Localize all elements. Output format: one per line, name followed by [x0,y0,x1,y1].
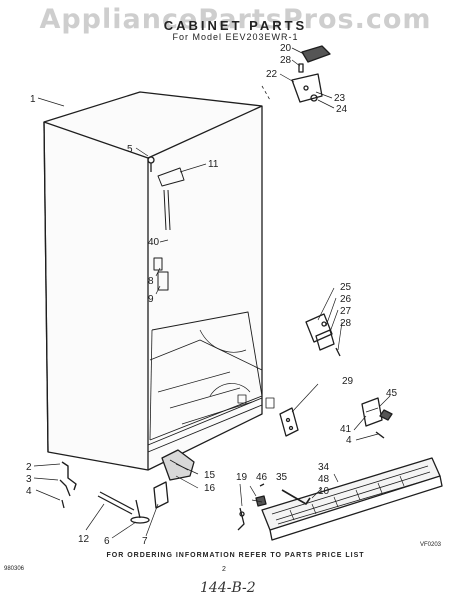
callout-25: 25 [340,282,352,293]
callout-3: 3 [26,474,32,485]
bracket-41-assembly [361,397,393,439]
callout-12: 12 [78,534,90,545]
callout-26: 26 [340,294,352,305]
callout-11: 11 [208,159,219,170]
small-hardware [237,483,311,531]
toe-grille [261,457,443,541]
callout-27: 27 [340,306,352,317]
callout-24: 24 [336,104,348,115]
watermark: AppliancePartsPros.com [39,4,432,35]
callout-40: 40 [148,237,160,248]
callout-10: 10 [318,486,330,497]
callout-16: 16 [204,483,216,494]
callout-1: 1 [30,94,36,105]
callout-20: 20 [280,43,292,54]
callout-46: 46 [256,472,268,483]
document-code: 980306 [4,566,25,572]
screw-5-part [147,156,155,172]
callout-22: 22 [266,69,278,80]
callout-19: 19 [236,472,248,483]
figure-code: VF0203 [420,542,442,548]
callout-4-left: 4 [26,486,32,497]
callout-7: 7 [142,536,148,547]
callout-34: 34 [318,462,330,473]
callout-labels: 1 5 11 20 28 22 23 24 40 8 9 25 26 27 28… [26,43,398,547]
cabinet-shell [43,91,275,471]
ordering-note: FOR ORDERING INFORMATION REFER TO PARTS … [106,552,365,559]
callout-45: 45 [386,388,398,399]
callout-9: 9 [148,294,154,305]
callout-28-top: 28 [280,55,292,66]
inner-brackets [153,167,185,291]
callout-8: 8 [148,276,154,287]
callout-48: 48 [318,474,330,485]
callout-29: 29 [342,376,354,387]
leader-lines [33,47,391,539]
callout-28-mid: 28 [340,318,352,329]
callout-4-right: 4 [346,435,352,446]
callout-5: 5 [127,144,133,155]
callout-23: 23 [334,93,346,104]
page-number: 2 [222,566,226,573]
callout-35: 35 [276,472,288,483]
callout-15: 15 [204,470,216,481]
callout-41: 41 [340,424,352,435]
callout-6: 6 [104,536,110,547]
top-hinge-assembly [261,45,331,103]
callout-2: 2 [26,462,32,473]
middle-hinge-assembly [305,313,341,357]
diagram-title: CABINET PARTS [163,18,308,33]
handwritten-note: 144-B-2 [200,580,256,596]
model-subtitle: For Model EEV203EWR-1 [172,32,299,42]
bracket-29-part [279,407,299,437]
